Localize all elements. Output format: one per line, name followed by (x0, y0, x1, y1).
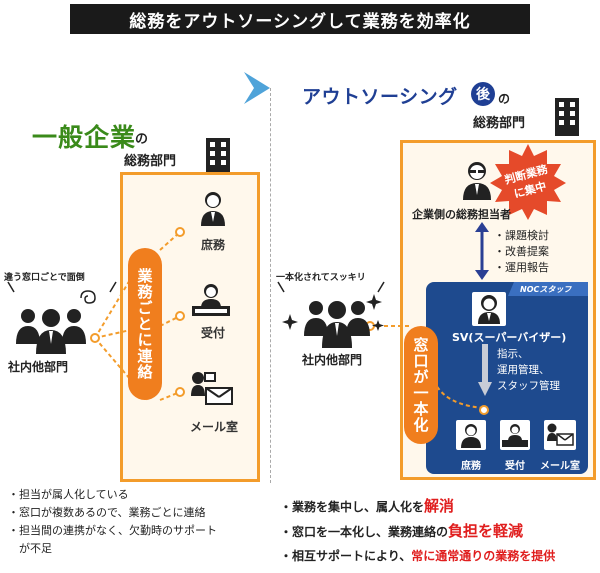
double-arrow-icon (475, 222, 489, 280)
clerk-person-icon (201, 192, 225, 226)
left-issue-item: ・担当間の連携がなく、欠勤時のサポート (8, 524, 217, 537)
duty-item: 指示、 (497, 348, 529, 360)
duty-item: スタッフ管理 (497, 380, 560, 392)
staff-label-general-affairs: 庶務 (461, 461, 481, 472)
manager-person-icon (463, 162, 491, 200)
role-label-mailroom: メール室 (189, 420, 238, 434)
group-people-sparkle-icon (282, 294, 384, 348)
after-badge: 後 (471, 82, 495, 106)
staff-label-reception: 受付 (505, 461, 525, 472)
task-item: ・運用報告 (494, 261, 549, 274)
noc-tag: NOCスタッフ (520, 285, 572, 294)
benefit-highlight: 負担を軽減 (448, 522, 524, 540)
task-item: ・改善提案 (494, 245, 549, 258)
task-item: ・課題検討 (494, 229, 549, 242)
sigh-swirl-icon (80, 290, 96, 304)
benefit-highlight: 常に通常通りの業務を提供 (411, 549, 556, 563)
chevron-right-icon (244, 72, 270, 104)
benefit-text: ・相互サポートにより、 (280, 549, 412, 563)
supervisor-label: SV(スーパーバイザー) (452, 331, 567, 344)
remark-bracket-left (7, 281, 117, 293)
remark-bracket-right (277, 281, 385, 293)
left-issues-list: ・担当が属人化している ・窓口が複数あるので、業務ごとに連絡 ・担当間の連携がな… (8, 486, 217, 558)
supervisor-person-icon (478, 295, 500, 324)
benefit-highlight: 解消 (424, 497, 455, 515)
mailroom-person-icon (191, 372, 233, 405)
supervisor-avatar (472, 292, 506, 326)
focus-starburst-badge: 判断業務 に集中 (490, 144, 566, 220)
benefit-item: ・窓口を一本化し、業務連絡の負担を軽減 (280, 519, 555, 544)
benefit-text: ・窓口を一本化し、業務連絡の (280, 525, 449, 539)
staff-label-mailroom: メール室 (540, 461, 580, 472)
company-tasks-list: ・課題検討 ・改善提案 ・運用報告 (494, 228, 549, 276)
single-contact-pill: 窓口が一本化 (404, 326, 438, 444)
left-title-particle: の (135, 132, 149, 147)
page-banner: 総務をアウトソーシングして業務を効率化 (70, 4, 530, 34)
building-icon (206, 138, 230, 176)
right-department-label: 社内他部門 (302, 353, 363, 367)
role-label-general-affairs: 庶務 (200, 238, 225, 252)
left-issue-item: が不足 (8, 542, 52, 555)
left-title: 一般企業 (32, 123, 137, 152)
contact-per-task-pill: 業務ごとに連絡 (128, 248, 162, 400)
company-staff-label: 企業側の総務担当者 (412, 208, 511, 221)
right-benefits-list: ・業務を集中し、属人化を解消 ・窓口を一本化し、業務連絡の負担を軽減 ・相互サポ… (280, 494, 555, 568)
benefit-item: ・業務を集中し、属人化を解消 (280, 494, 555, 519)
right-title-particle: の (498, 92, 511, 106)
left-subtitle: 総務部門 (124, 154, 177, 169)
staff-tile-mailroom (544, 420, 576, 450)
supervisor-duties: 指示、 運用管理、 スタッフ管理 (497, 346, 560, 394)
staff-tile-general-affairs (456, 420, 486, 450)
right-title: アウトソーシング (302, 86, 458, 108)
reception-person-icon (502, 424, 528, 447)
mailroom-person-icon (547, 423, 574, 446)
section-divider (270, 88, 271, 483)
right-remark: 一本化されてスッキリ (276, 273, 366, 283)
role-label-reception: 受付 (200, 326, 225, 340)
benefit-text: ・業務を集中し、属人化を (280, 500, 425, 514)
building-icon (555, 98, 579, 136)
clerk-person-icon (461, 424, 481, 448)
group-people-icon (16, 309, 86, 354)
left-issue-item: ・担当が属人化している (8, 488, 129, 501)
left-department-label: 社内他部門 (8, 360, 69, 374)
reception-person-icon (192, 284, 230, 316)
staff-tile-reception (500, 420, 530, 450)
duty-item: 運用管理、 (497, 364, 550, 376)
down-arrow-icon (478, 344, 492, 396)
benefit-item: ・相互サポートにより、常に通常通りの業務を提供 (280, 544, 555, 568)
right-subtitle: 総務部門 (473, 116, 526, 131)
left-remark: 違う窓口ごとで面倒 (4, 273, 85, 283)
left-issue-item: ・窓口が複数あるので、業務ごとに連絡 (8, 506, 206, 519)
noc-tag-ribbon (508, 282, 588, 296)
